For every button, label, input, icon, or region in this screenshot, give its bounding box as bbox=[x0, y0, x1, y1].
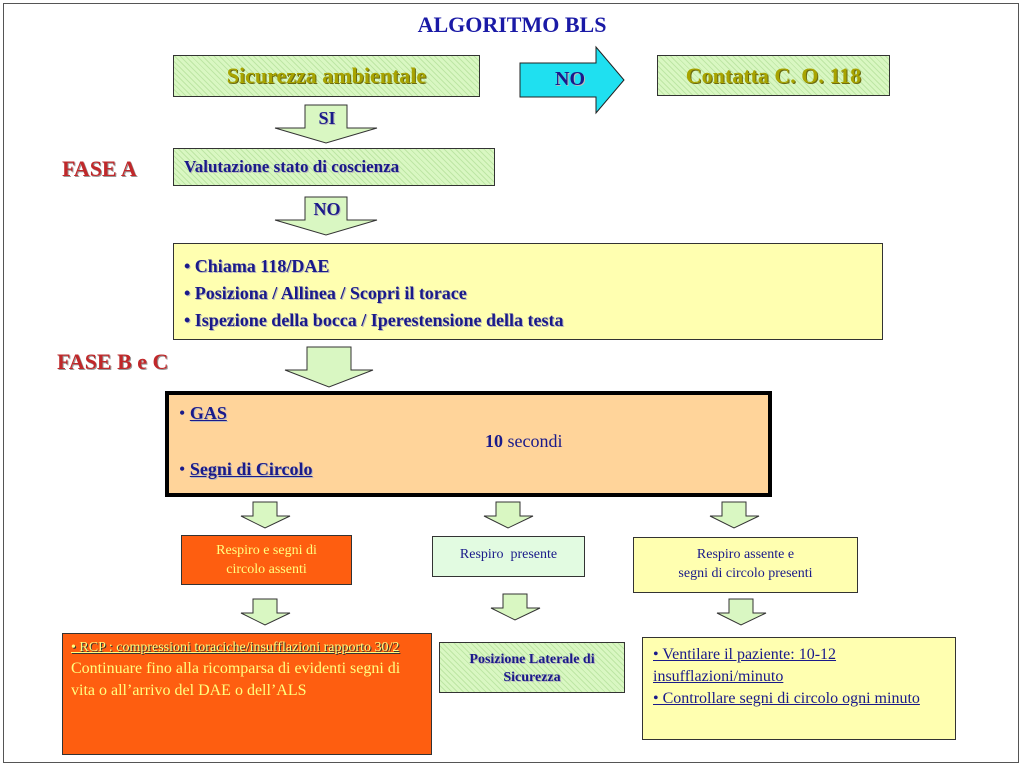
posizione-laterale-box: Posizione Laterale di Sicurezza bbox=[439, 642, 625, 693]
seconds-line: 10 secondi bbox=[485, 431, 562, 452]
gas-box: • GAS 10 secondi • Segni di Circolo bbox=[165, 391, 772, 497]
gas-line: • GAS bbox=[179, 403, 227, 424]
segni-circolo-text: Segni di Circolo bbox=[189, 459, 313, 479]
ventilare-box: • Ventilare il paziente: 10-12 insufflaz… bbox=[642, 637, 956, 740]
action-item: • Chiama 118/DAE bbox=[184, 256, 330, 276]
seconds-number: 10 bbox=[485, 431, 503, 451]
fase-bc-label: FASE B e C bbox=[57, 349, 169, 374]
valutazione-coscienza-text: Valutazione stato di coscienza bbox=[184, 157, 400, 176]
outcome-absent-line: circolo assenti bbox=[226, 562, 307, 577]
gas-text: GAS bbox=[189, 403, 227, 423]
outcome-present-text: Respiro presente bbox=[459, 547, 558, 562]
left-branch-arrow bbox=[240, 501, 291, 529]
right-result-arrow bbox=[716, 598, 767, 626]
posizione-laterale-line: Sicurezza bbox=[503, 670, 561, 685]
no-right-arrow bbox=[519, 45, 625, 115]
diagram-title: ALGORITMO BLS bbox=[417, 12, 607, 37]
outcome-mixed-line: Respiro assente e bbox=[696, 547, 795, 562]
left-result-arrow bbox=[240, 598, 291, 626]
bullet: • bbox=[179, 403, 186, 423]
continue-text: Continuare fino alla ricomparsa di evide… bbox=[71, 660, 401, 699]
controllare-item: • Controllare segni di circolo ogni minu… bbox=[653, 690, 920, 707]
valutazione-coscienza-box: Valutazione stato di coscienza bbox=[173, 148, 495, 186]
actions-box: • Chiama 118/DAE • Posiziona / Allinea /… bbox=[173, 243, 883, 340]
right-branch-arrow bbox=[709, 501, 760, 529]
posizione-laterale-line: Posizione Laterale di bbox=[469, 652, 595, 667]
si-label: SI bbox=[318, 108, 336, 128]
center-result-arrow bbox=[490, 593, 541, 621]
no-arrow-label: NO bbox=[555, 68, 585, 90]
outcome-mixed-line: segni di circolo presenti bbox=[678, 566, 813, 581]
no-down-arrow bbox=[274, 196, 378, 236]
contatta-co-118-box: Contatta C. O. 118 bbox=[657, 55, 890, 96]
outcome-present-box: Respiro presente bbox=[432, 536, 585, 577]
seconds-word: secondi bbox=[507, 431, 563, 451]
fase-a-label: FASE A bbox=[62, 156, 137, 181]
center-branch-arrow bbox=[483, 501, 534, 529]
outcome-absent-box: Respiro e segni di circolo assenti bbox=[181, 535, 352, 585]
slide-frame bbox=[3, 3, 1019, 763]
ventilare-item: • Ventilare il paziente: 10-12 insufflaz… bbox=[653, 646, 837, 685]
segni-line: • Segni di Circolo bbox=[179, 459, 313, 480]
action-item: • Posiziona / Allinea / Scopri il torace bbox=[184, 283, 467, 303]
fase-bc-down-arrow bbox=[284, 346, 374, 388]
sicurezza-ambientale-box: Sicurezza ambientale bbox=[173, 55, 480, 97]
outcome-absent-line: Respiro e segni di bbox=[216, 543, 317, 558]
action-item: • Ispezione della bocca / Iperestensione… bbox=[184, 310, 564, 330]
rcp-text: • RCP : compressioni toraciche/insufflaz… bbox=[71, 640, 400, 655]
outcome-mixed-box: Respiro assente e segni di circolo prese… bbox=[633, 537, 858, 593]
rcp-box: • RCP : compressioni toraciche/insufflaz… bbox=[62, 633, 432, 755]
si-down-arrow bbox=[274, 104, 378, 144]
bullet: • bbox=[179, 459, 186, 479]
contatta-co-118-text: Contatta C. O. 118 bbox=[685, 62, 862, 88]
sicurezza-ambientale-text: Sicurezza ambientale bbox=[226, 63, 427, 88]
no-down-label: NO bbox=[313, 199, 341, 219]
